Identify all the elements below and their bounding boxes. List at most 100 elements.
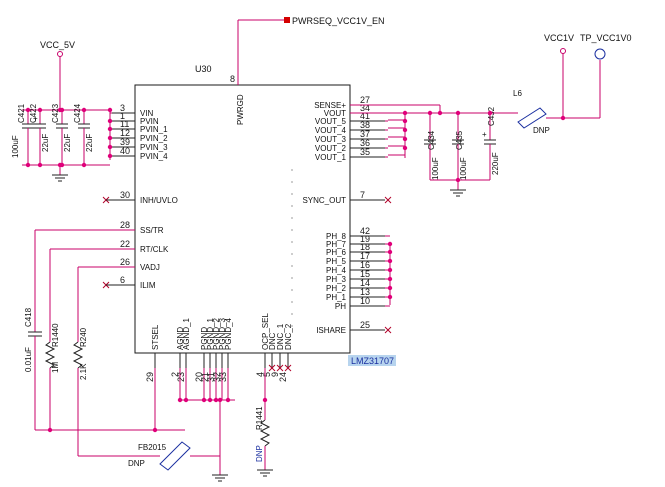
c418-ref: C418 <box>24 307 33 327</box>
pin-name: INH/UVLO <box>140 196 178 205</box>
junction-dot <box>25 162 31 168</box>
offpage-connector-icon <box>284 17 290 23</box>
pin-name: VOUT <box>324 109 346 118</box>
cap-value: 22uF <box>85 134 94 152</box>
pin-name: VOUT_4 <box>315 126 347 135</box>
pin-num-pwrgd: 8 <box>230 74 235 84</box>
junction-dot <box>387 267 393 273</box>
pin-name: PVIN_3 <box>140 143 168 152</box>
junction-dot <box>402 110 408 116</box>
pin-number: 11 <box>120 119 129 129</box>
r1441-ref: R1441 <box>255 406 264 430</box>
junction-dot <box>183 397 189 403</box>
junction-dot <box>560 115 566 121</box>
net-tp: TP_VCC1V0 <box>580 33 632 43</box>
r240-network: R240 2.1K <box>72 266 135 456</box>
junction-dot <box>387 249 393 255</box>
junction-dot <box>177 397 183 403</box>
inductor-icon <box>517 107 547 129</box>
ground-icon <box>450 189 466 197</box>
cap-value: 100uF <box>431 157 440 180</box>
pin-number: 24 <box>278 372 288 382</box>
ground-icon <box>52 165 68 182</box>
junction-dot <box>455 177 461 183</box>
pin-number: 17 <box>360 251 370 261</box>
junction-dot <box>207 397 213 403</box>
pin-number: 7 <box>360 190 365 200</box>
pin-name: DNC <box>268 332 277 350</box>
junction-dot <box>107 118 113 124</box>
pin-number: 21 <box>200 372 210 382</box>
junction-dot <box>217 397 223 403</box>
cap-ref: C421 <box>17 103 26 123</box>
junction-dot <box>37 107 43 113</box>
ic-part-highlight <box>348 355 396 366</box>
pin-number: 41 <box>360 111 370 121</box>
pin-name: PH_1 <box>326 293 347 302</box>
net-vcc1v: VCC1V <box>544 33 574 43</box>
c418-value: 0.01uF <box>24 347 33 372</box>
pin-name: PVIN_4 <box>140 152 168 161</box>
net-pwrseq: PWRSEQ_VCC1V_EN <box>292 16 385 26</box>
junction-dot <box>427 110 433 116</box>
cap-value: 22uF <box>63 134 72 152</box>
cap-ref: C423 <box>51 103 60 123</box>
power-port-icon <box>57 51 63 57</box>
ic-inner-dots <box>291 169 293 327</box>
pin-name: PGND_1 <box>206 317 215 350</box>
pin-name: VOUT_5 <box>315 117 347 126</box>
pin-name: PH <box>335 302 346 311</box>
junction-dot <box>107 107 113 113</box>
junction-dot <box>107 144 113 150</box>
r1440-ref: R1440 <box>51 323 60 347</box>
pin-name: OCP_SEL <box>261 313 270 350</box>
pin-number: 28 <box>120 220 130 230</box>
pin-number: 23 <box>176 372 186 382</box>
junction-dot <box>387 276 393 282</box>
junction-dot <box>81 107 87 113</box>
pin-name: PGND_3 <box>218 317 227 350</box>
junction-dot <box>262 397 268 403</box>
junction-dot <box>387 241 393 247</box>
r1440-network: R1440 1M <box>44 248 135 430</box>
pin-name: DNC_1 <box>276 323 285 350</box>
pin-number: 13 <box>360 287 370 297</box>
junction-dot <box>402 136 408 142</box>
junction-dot <box>455 110 461 116</box>
pin-name: PH_5 <box>326 257 347 266</box>
pin-number: 20 <box>194 372 204 382</box>
pin-name: PH_3 <box>326 275 347 284</box>
junction-dot <box>402 127 408 133</box>
pin-number: 6 <box>120 275 125 285</box>
junction-dot <box>387 285 393 291</box>
power-port-icon <box>560 48 566 54</box>
pin-name: PH_4 <box>326 266 347 275</box>
pin-number: 34 <box>360 103 370 113</box>
polarity-mark: + <box>482 130 487 139</box>
junction-dot <box>402 145 408 151</box>
inductor-l6: L6 DNP <box>513 53 601 135</box>
junction-dots <box>25 107 566 433</box>
pin-name: AGND_1 <box>182 317 191 350</box>
pin-name: SYNC_OUT <box>302 196 346 205</box>
pin-number: 30 <box>120 190 130 200</box>
ferrite-value: DNP <box>128 459 145 468</box>
pin-number: 39 <box>120 137 130 147</box>
cap-ref: C422 <box>29 103 38 123</box>
ic-part-number: LMZ31707 <box>351 356 394 366</box>
ic-body <box>134 84 351 354</box>
ground-network <box>180 399 235 482</box>
pin-name: PGND <box>200 327 209 350</box>
pin-name: STSEL <box>151 324 160 350</box>
junction-dot <box>225 397 231 403</box>
